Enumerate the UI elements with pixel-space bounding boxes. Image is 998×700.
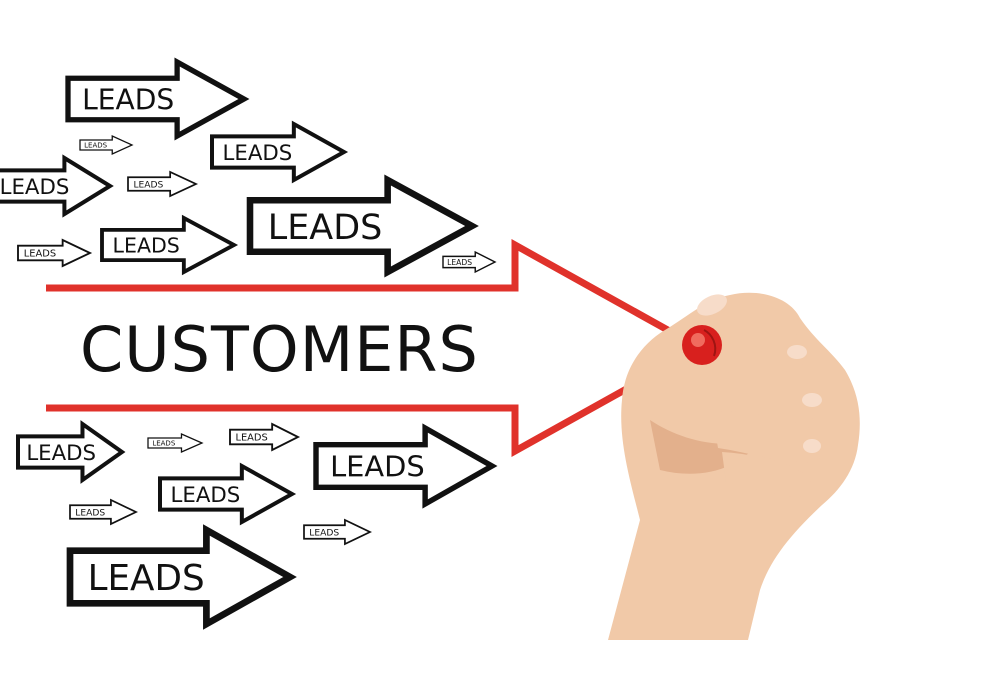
customers-label: CUSTOMERS [80,313,479,386]
lead-arrow-label: LEADS [84,142,108,150]
lead-arrow: LEADS [0,154,114,218]
lead-arrow: LEADS [127,170,199,198]
lead-arrow: LEADS [313,423,498,509]
lead-arrow-label: LEADS [447,258,472,267]
lead-arrow-label: LEADS [235,433,267,444]
lead-arrow-label: LEADS [75,508,105,518]
lead-arrow: LEADS [79,135,134,155]
lead-arrow-outline [100,214,239,276]
lead-arrow: LEADS [16,420,126,484]
lead-arrow-outline [79,135,134,155]
lead-arrow: LEADS [303,518,372,546]
lead-arrow-outline [0,154,114,218]
lead-arrow-outline [147,433,204,453]
lead-arrow: LEADS [147,433,204,453]
lead-arrow-label: LEADS [24,249,56,260]
lead-arrow-outline [17,238,93,268]
lead-arrow-outline [66,524,297,630]
lead-arrow: LEADS [17,238,93,268]
hand-holding-red-marker-icon [608,292,860,640]
lead-arrow-outline [16,420,126,484]
lead-arrow-label: LEADS [268,208,383,248]
lead-arrow-label: LEADS [309,528,339,538]
lead-arrow-outline [229,422,301,452]
lead-arrow-label: LEADS [330,450,425,484]
lead-arrow-label: LEADS [88,558,205,599]
lead-arrow-label: LEADS [152,440,176,448]
lead-arrow: LEADS [158,462,297,526]
lead-arrow: LEADS [246,174,479,278]
lead-arrow-label: LEADS [223,141,293,166]
lead-arrow: LEADS [69,498,138,526]
lead-arrow-label: LEADS [26,441,96,466]
lead-arrow: LEADS [210,120,349,184]
lead-arrow-label: LEADS [0,175,69,200]
lead-arrow-outline [246,174,479,278]
lead-arrow: LEADS [65,57,250,141]
lead-arrow: LEADS [100,214,239,276]
lead-arrow-outline [210,120,349,184]
lead-arrow-outline [69,498,138,526]
lead-arrow-label: LEADS [133,180,163,190]
lead-arrow-outline [127,170,199,198]
lead-arrow: LEADS [442,250,497,274]
lead-arrows: LEADS LEADS LEADS LEADS LEADS LEADS LEADS LEADS… [0,57,498,630]
lead-arrow-outline [442,250,497,274]
lead-arrow-label: LEADS [82,83,174,116]
lead-arrow-outline [303,518,372,546]
lead-arrow: LEADS [66,524,297,630]
lead-arrow-label: LEADS [171,483,241,508]
lead-arrow-outline [158,462,297,526]
lead-arrow-outline [65,57,250,141]
lead-arrow: LEADS [229,422,301,452]
lead-arrow-label: LEADS [113,234,180,258]
customers-arrow: CUSTOMERS [46,239,708,457]
lead-arrow-outline [313,423,498,509]
